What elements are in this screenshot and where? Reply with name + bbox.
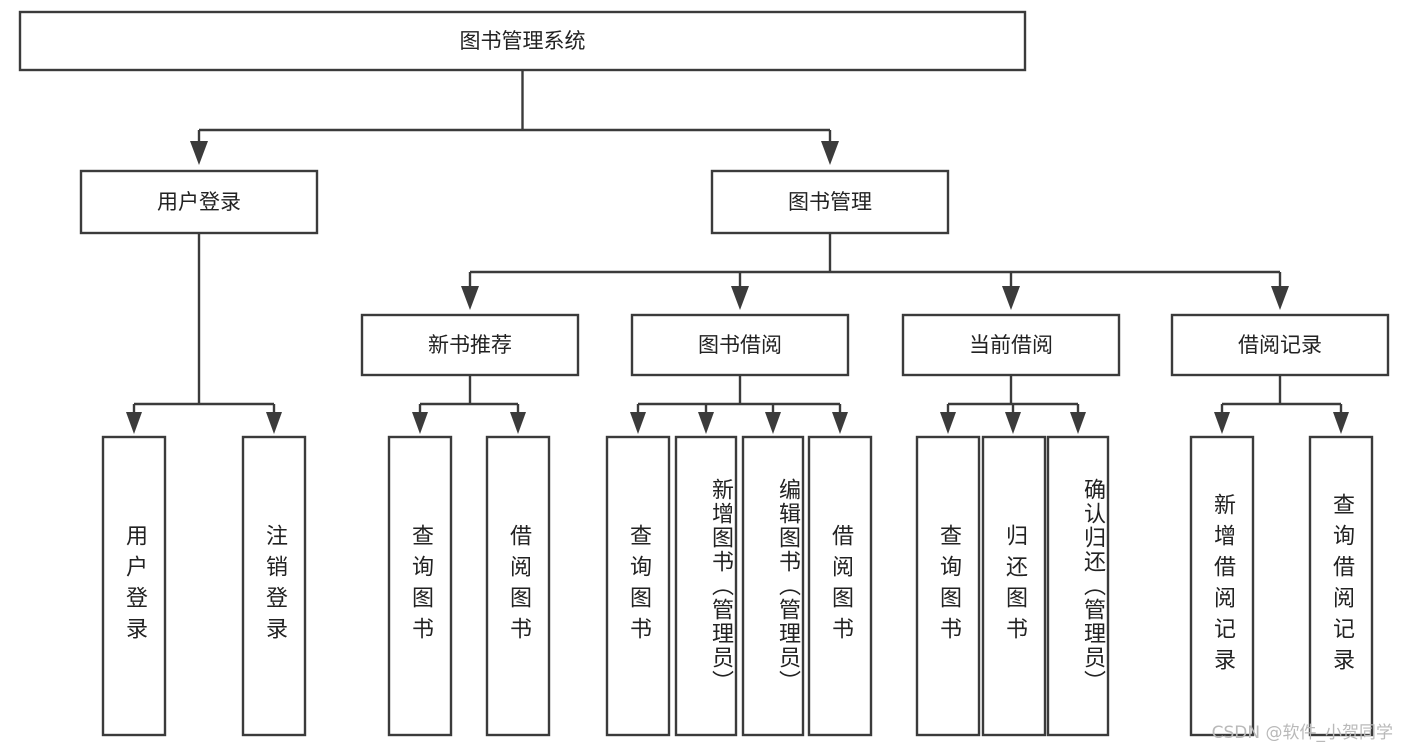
node-borrow-record-label: 借阅记录 [1238, 333, 1322, 357]
node-current-borrow[interactable]: 当前借阅 [901, 313, 1121, 377]
node-book-borrow-box[interactable] [630, 313, 850, 377]
arrowhead-current-borrow [1002, 286, 1020, 310]
node-leaf-query-borrow-record[interactable] [1308, 435, 1374, 737]
connector-group-current-borrow-to-leaves [940, 375, 1086, 434]
node-borrow-record[interactable]: 借阅记录 [1170, 313, 1390, 377]
node-leaf-edit-book-admin-box[interactable] [741, 435, 805, 737]
arrowhead-leaf-add-book-admin [698, 412, 714, 434]
node-leaf-borrow-book-borrow-box[interactable] [807, 435, 873, 737]
node-leaf-query-book-borrow-box[interactable] [605, 435, 671, 737]
arrowhead-leaf-edit-book-admin [765, 412, 781, 434]
node-leaf-logout[interactable] [241, 435, 307, 737]
node-user-login[interactable]: 用户登录 [79, 169, 319, 235]
node-leaf-add-book-admin-box[interactable] [674, 435, 738, 737]
arrowhead-leaf-query-borrow-record [1333, 412, 1349, 434]
node-leaf-query-book-current-box[interactable] [915, 435, 981, 737]
arrowhead-leaf-borrow-book-borrow [832, 412, 848, 434]
node-leaf-user-login[interactable] [101, 435, 167, 737]
arrowhead-leaf-borrow-book-recommend [510, 412, 526, 434]
node-borrow-record-box[interactable] [1170, 313, 1390, 377]
node-leaf-add-book-admin[interactable] [674, 435, 738, 737]
node-leaf-return-book-box[interactable] [981, 435, 1047, 737]
arrowhead-leaf-logout [266, 412, 282, 434]
node-new-book-recommend-box[interactable] [360, 313, 580, 377]
node-leaf-borrow-book-borrow[interactable] [807, 435, 873, 737]
arrowhead-leaf-query-book-recommend [412, 412, 428, 434]
node-leaf-query-book-recommend[interactable] [387, 435, 453, 737]
node-leaf-edit-book-admin[interactable] [741, 435, 805, 737]
node-root-box[interactable] [18, 10, 1027, 72]
node-user-login-label: 用户登录 [157, 190, 241, 214]
arrowhead-leaf-query-book-borrow [630, 412, 646, 434]
node-leaf-add-borrow-record[interactable] [1189, 435, 1255, 737]
node-leaf-borrow-book-recommend-box[interactable] [485, 435, 551, 737]
arrowhead-leaf-user-login [126, 412, 142, 434]
node-leaf-query-book-borrow[interactable] [605, 435, 671, 737]
node-current-borrow-label: 当前借阅 [969, 333, 1053, 357]
node-current-borrow-box[interactable] [901, 313, 1121, 377]
connector-group-book-borrow-to-leaves [630, 375, 848, 434]
node-leaf-query-book-recommend-box[interactable] [387, 435, 453, 737]
node-book-borrow[interactable]: 图书借阅 [630, 313, 850, 377]
node-leaf-logout-box[interactable] [241, 435, 307, 737]
node-book-manage-box[interactable] [710, 169, 950, 235]
node-leaf-query-borrow-record-box[interactable] [1308, 435, 1374, 737]
arrowhead-leaf-confirm-return-admin [1070, 412, 1086, 434]
connector-group-root-to-level2 [190, 70, 839, 165]
node-leaf-user-login-box[interactable] [101, 435, 167, 737]
connector-group-new-book-recommend-to-leaves [412, 375, 526, 434]
connector-group-user-login-to-leaves [126, 233, 282, 434]
node-root-label: 图书管理系统 [460, 29, 586, 53]
node-new-book-recommend-label: 新书推荐 [428, 333, 512, 357]
node-leaf-confirm-return-admin[interactable] [1046, 435, 1110, 737]
node-leaf-confirm-return-admin-box[interactable] [1046, 435, 1110, 737]
arrowhead-borrow-record [1271, 286, 1289, 310]
node-leaf-query-book-current[interactable] [915, 435, 981, 737]
node-leaf-add-borrow-record-box[interactable] [1189, 435, 1255, 737]
connector-group-book-manage-to-level3 [461, 233, 1289, 310]
node-leaf-return-book[interactable] [981, 435, 1047, 737]
arrowhead-book-manage [821, 141, 839, 165]
arrowhead-leaf-query-book-current [940, 412, 956, 434]
connector-group-borrow-record-to-leaves [1214, 375, 1349, 434]
node-book-borrow-label: 图书借阅 [698, 333, 782, 357]
arrowhead-new-book-recommend [461, 286, 479, 310]
arrowhead-leaf-add-borrow-record [1214, 412, 1230, 434]
node-root[interactable]: 图书管理系统 [18, 10, 1027, 72]
node-new-book-recommend[interactable]: 新书推荐 [360, 313, 580, 377]
arrowhead-user-login [190, 141, 208, 165]
node-leaf-borrow-book-recommend[interactable] [485, 435, 551, 737]
arrowhead-book-borrow [731, 286, 749, 310]
node-book-manage[interactable]: 图书管理 [710, 169, 950, 235]
node-user-login-box[interactable] [79, 169, 319, 235]
arrowhead-leaf-return-book [1005, 412, 1021, 434]
node-book-manage-label: 图书管理 [788, 190, 872, 214]
